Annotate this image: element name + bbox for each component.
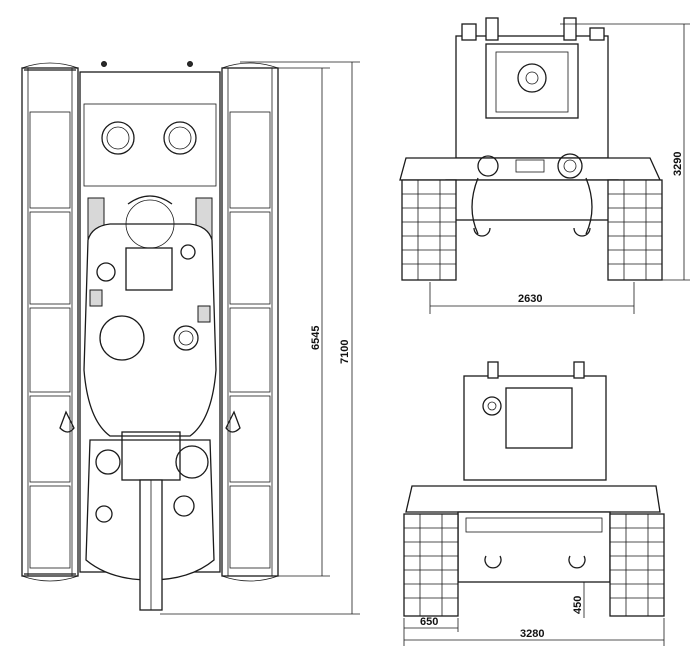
left-track xyxy=(21,62,79,582)
front-right-track xyxy=(607,179,663,281)
dimension-track-center-width: 2630 xyxy=(518,293,542,305)
rear-view xyxy=(403,361,665,617)
turret-top xyxy=(83,195,217,437)
front-hull-and-gun xyxy=(59,410,241,611)
dimension-overall-width: 3280 xyxy=(520,628,544,640)
front-left-track xyxy=(401,179,457,281)
front-view xyxy=(399,17,663,281)
dimension-ground-clearance: 450 xyxy=(572,596,584,614)
top-view-dimensions: 6545 7100 xyxy=(160,61,360,615)
dimension-track-width: 650 xyxy=(420,616,438,628)
rear-left-track xyxy=(403,513,459,617)
front-view-dimensions: 3290 2630 xyxy=(429,23,690,314)
dimension-hull-length: 6545 xyxy=(310,326,322,350)
right-track xyxy=(221,62,279,582)
dimension-overall-length: 7100 xyxy=(339,340,351,364)
rear-right-track xyxy=(609,513,665,617)
dimension-height: 3290 xyxy=(672,152,684,176)
rear-view-dimensions: 450 650 3280 xyxy=(403,581,665,646)
top-view xyxy=(21,61,279,611)
